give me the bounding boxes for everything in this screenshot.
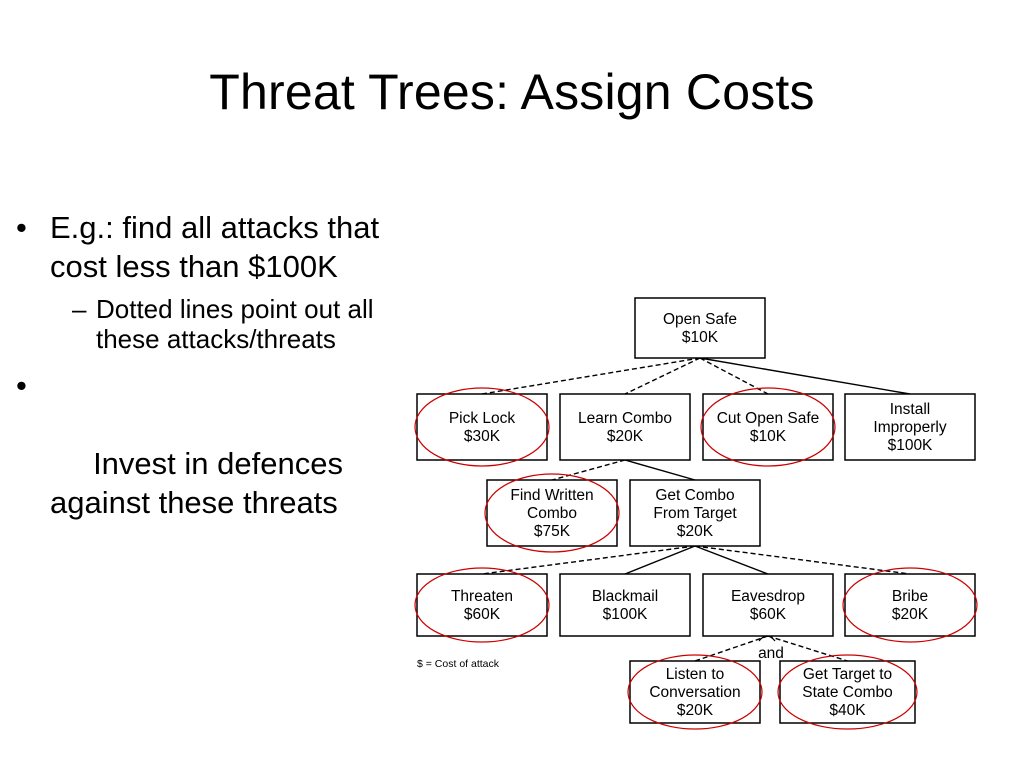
tree-node-label-line: From Target	[653, 505, 737, 522]
bullet-dash-icon: –	[72, 294, 87, 324]
tree-node-label-line: Improperly	[873, 419, 946, 436]
tree-node-label-line: $100K	[888, 437, 933, 454]
tree-node-label-line: Find Written	[510, 487, 593, 504]
tree-edge-get-combo-from-target-to-threaten	[481, 545, 696, 575]
tree-edge-open-safe-to-install-improperly	[699, 357, 911, 395]
highlight-circle-get-target-to-state-combo	[777, 654, 918, 730]
tree-node-label-line: $20K	[892, 606, 929, 623]
tree-node-learn-combo: Learn Combo$20K	[559, 393, 691, 461]
tree-edge-get-combo-from-target-to-blackmail	[624, 545, 696, 575]
highlight-circle-cut-open-safe	[700, 387, 836, 467]
tree-node-box	[416, 393, 548, 461]
tree-node-box	[779, 660, 916, 724]
tree-node-label-line: $100K	[603, 606, 648, 623]
tree-node-box	[702, 573, 834, 637]
highlight-circles	[414, 387, 978, 730]
sub-bullet-item: – Dotted lines point out all these attac…	[10, 294, 430, 354]
tree-edge-learn-combo-to-find-written-combo	[551, 459, 626, 481]
tree-node-label-line: $30K	[464, 428, 501, 445]
tree-node-label-line: Conversation	[649, 684, 740, 701]
tree-edge-get-combo-from-target-to-eavesdrop	[694, 545, 769, 575]
bullet-item: • Invest in defences against these threa…	[10, 366, 430, 561]
sub-bullet-text: Dotted lines point out all these attacks…	[96, 294, 374, 354]
tree-edge-open-safe-to-pick-lock	[481, 357, 701, 395]
tree-node-label-line: Bribe	[892, 588, 928, 605]
highlight-circle-bribe	[842, 567, 978, 643]
tree-node-pick-lock: Pick Lock$30K	[416, 393, 548, 461]
and-connector: and	[758, 635, 784, 662]
tree-node-cut-open-safe: Cut Open Safe$10K	[702, 393, 834, 461]
highlight-circle-find-written-combo	[484, 473, 620, 553]
tree-node-box	[702, 393, 834, 461]
tree-node-label-line: Install	[890, 401, 931, 418]
tree-edge-get-combo-from-target-to-bribe	[694, 545, 911, 575]
tree-node-label-line: Blackmail	[592, 588, 658, 605]
bullet-text: E.g.: find all attacks that cost less th…	[50, 210, 380, 284]
highlight-circle-pick-lock	[414, 387, 550, 467]
tree-node-label-line: $10K	[750, 428, 787, 445]
and-arc	[758, 635, 776, 642]
tree-node-bribe: Bribe$20K	[844, 573, 976, 637]
tree-node-threaten: Threaten$60K	[416, 573, 548, 637]
tree-node-label-line: $60K	[750, 606, 787, 623]
tree-node-label-line: Open Safe	[663, 311, 737, 328]
slide-title: Threat Trees: Assign Costs	[209, 64, 815, 120]
tree-node-eavesdrop: Eavesdrop$60K	[702, 573, 834, 637]
tree-edge-eavesdrop-to-listen-to-conversation	[694, 635, 769, 662]
highlight-circle-listen-to-conversation	[627, 654, 763, 730]
tree-node-label-line: Pick Lock	[449, 410, 516, 427]
tree-node-label-line: Get Combo	[655, 487, 734, 504]
tree-node-box	[416, 573, 548, 637]
tree-node-label-line: $75K	[534, 523, 571, 540]
tree-node-label-line: $60K	[464, 606, 501, 623]
tree-node-label-line: Listen to	[666, 666, 725, 683]
tree-node-box	[629, 660, 761, 724]
tree-node-box	[844, 393, 976, 461]
tree-node-box	[486, 479, 618, 547]
tree-node-label-line: $20K	[607, 428, 644, 445]
tree-node-box	[559, 573, 691, 637]
tree-node-label-line: $20K	[677, 702, 714, 719]
tree-edge-open-safe-to-learn-combo	[624, 357, 701, 395]
tree-edges	[481, 357, 911, 662]
tree-edge-learn-combo-to-get-combo-from-target	[624, 459, 696, 481]
bullet-dot-icon: •	[16, 368, 27, 403]
tree-node-blackmail: Blackmail$100K	[559, 573, 691, 637]
tree-node-box	[634, 297, 766, 359]
tree-node-label-line: Eavesdrop	[731, 588, 805, 605]
tree-node-open-safe: Open Safe$10K	[634, 297, 766, 359]
bullet-list: • E.g.: find all attacks that cost less …	[10, 208, 430, 561]
bullet-text: Invest in defences against these threats	[50, 446, 352, 520]
tree-edge-eavesdrop-to-get-target-to-state-combo	[767, 635, 848, 662]
tree-node-box	[559, 393, 691, 461]
highlight-circle-threaten	[414, 567, 550, 643]
tree-node-label-line: Threaten	[451, 588, 513, 605]
tree-node-label-line: Combo	[527, 505, 577, 522]
tree-node-label-line: $40K	[829, 702, 866, 719]
cost-legend: $ = Cost of attack	[417, 658, 500, 670]
bullet-item: • E.g.: find all attacks that cost less …	[10, 208, 430, 286]
bullet-dot-icon: •	[16, 210, 27, 245]
tree-node-label-line: Get Target to	[803, 666, 892, 683]
and-label: and	[758, 645, 784, 662]
tree-node-label-line: $20K	[677, 523, 714, 540]
tree-node-box	[844, 573, 976, 637]
tree-node-label-line: State Combo	[802, 684, 892, 701]
tree-node-label-line: Cut Open Safe	[717, 410, 820, 427]
tree-node-label-line: Learn Combo	[578, 410, 672, 427]
tree-node-box	[629, 479, 761, 547]
tree-node-label-line: $10K	[682, 329, 719, 346]
